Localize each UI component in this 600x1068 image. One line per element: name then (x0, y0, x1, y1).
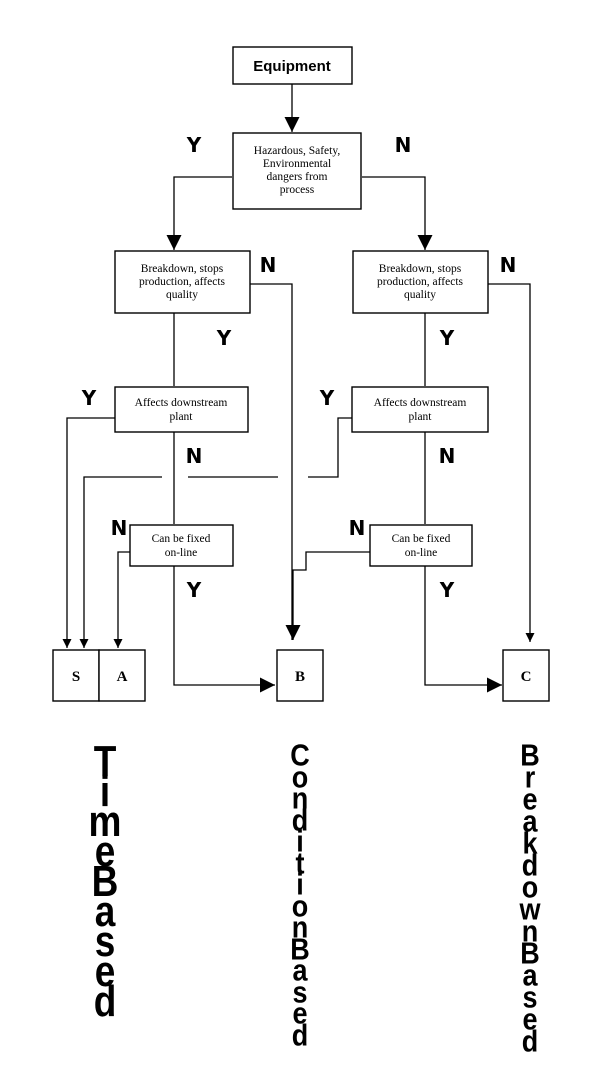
stacked-letter: s (522, 980, 538, 1015)
outcome-b-label: B (295, 669, 305, 685)
node-downstream-left-line: plant (170, 411, 194, 423)
stacked-letter: B (520, 936, 540, 971)
node-fixed-left-line: Can be fixed (152, 533, 211, 545)
node-breakdown-right-line: Breakdown, stops (379, 263, 462, 275)
no-label-hazard: N (395, 133, 412, 157)
yes-label-fixed-right: Y (439, 578, 455, 602)
stacked-letter: d (291, 1017, 309, 1052)
stacked-letter: s (292, 974, 308, 1009)
node-breakdown-left: Breakdown, stops production, affects qua… (114, 250, 251, 314)
node-fixed-right: Can be fixed on-line (369, 524, 473, 567)
no-label-fixed-right: N (349, 516, 366, 540)
node-fixed-left: Can be fixed on-line (129, 524, 234, 567)
stacked-letter: e (292, 996, 308, 1031)
yes-label-breakdown-right: Y (439, 326, 455, 350)
node-fixed-right-line: Can be fixed (392, 533, 451, 545)
outcome-c: C (502, 649, 550, 702)
stacked-letter: a (522, 804, 538, 839)
node-downstream-right-line: Affects downstream (374, 397, 467, 409)
decision-labels: Y N N N Y Y Y Y N N N N Y Y (81, 133, 517, 602)
stacked-letter: i (296, 824, 304, 859)
stacked-letter: k (522, 826, 538, 861)
yes-label-fixed-left: Y (186, 578, 202, 602)
node-fixed-right-line: on-line (405, 547, 438, 559)
stacked-letter: T (93, 736, 117, 786)
node-downstream-left-line: Affects downstream (135, 397, 228, 409)
stacked-letter: d (93, 976, 117, 1026)
yes-label-breakdown-left: Y (216, 326, 232, 350)
node-hazard-line: Environmental (263, 158, 331, 170)
node-downstream-right-line: plant (409, 411, 433, 423)
node-breakdown-left-line: Breakdown, stops (141, 263, 224, 275)
stacked-letter: e (94, 946, 116, 996)
connector-lines (62, 84, 535, 693)
node-hazard-line: dangers from (267, 171, 328, 183)
stacked-letter: B (520, 738, 540, 773)
stacked-letter: a (522, 958, 538, 993)
no-label-downstream-left: N (186, 444, 203, 468)
outcome-s-label: S (72, 669, 80, 685)
outcome-c-label: C (521, 669, 532, 685)
stacked-letter: r (524, 760, 536, 795)
node-equipment: Equipment (232, 46, 353, 85)
node-hazard: Hazardous, Safety, Environmental dangers… (232, 132, 362, 210)
stacked-letter: n (291, 910, 309, 945)
stacked-letter: C (290, 738, 310, 773)
node-breakdown-right: Breakdown, stops production, affects qua… (352, 250, 489, 314)
stacked-letter: e (522, 782, 538, 817)
node-fixed-left-line: on-line (165, 547, 198, 559)
stacked-letter: t (295, 845, 305, 880)
no-label-breakdown-left: N (260, 253, 277, 277)
stacked-letter: d (291, 802, 309, 837)
stacked-letter: d (521, 848, 539, 883)
stacked-letter: o (291, 888, 309, 923)
stacked-letter: B (290, 931, 310, 966)
no-label-fixed-left: N (111, 516, 128, 540)
stacked-letter: n (291, 781, 309, 816)
stacked-letter: e (522, 1002, 538, 1037)
stacked-letter: o (521, 870, 539, 905)
yes-label-downstream-left: Y (81, 386, 97, 410)
node-equipment-label: Equipment (253, 58, 331, 75)
stacked-letter: w (519, 892, 541, 927)
stacked-letter: s (94, 916, 116, 966)
stacked-letter: n (521, 914, 539, 949)
yes-label-downstream-right: Y (319, 386, 335, 410)
no-label-downstream-right: N (439, 444, 456, 468)
outcome-a-label: A (117, 669, 128, 685)
node-hazard-line: process (280, 184, 315, 196)
stacked-letter: a (94, 886, 116, 936)
outcome-s: S (52, 649, 100, 702)
stacked-letter: i (296, 867, 304, 902)
stacked-letter: a (292, 953, 308, 988)
stacked-letter: d (521, 1024, 539, 1059)
node-downstream-left: Affects downstream plant (114, 386, 249, 433)
node-downstream-right: Affects downstream plant (351, 386, 489, 433)
node-breakdown-left-line: quality (166, 289, 198, 301)
node-hazard-line: Hazardous, Safety, (254, 145, 341, 157)
node-breakdown-left-line: production, affects (139, 276, 226, 288)
node-breakdown-right-line: quality (404, 289, 436, 301)
stacked-letter: i (99, 766, 111, 816)
outcome-b: B (276, 649, 324, 702)
no-label-breakdown-right: N (500, 253, 517, 277)
outcome-a: A (98, 649, 146, 702)
node-breakdown-right-line: production, affects (377, 276, 464, 288)
yes-label-hazard: Y (186, 133, 202, 157)
stacked-letter: o (291, 759, 309, 794)
stacked-letter: e (94, 826, 116, 876)
